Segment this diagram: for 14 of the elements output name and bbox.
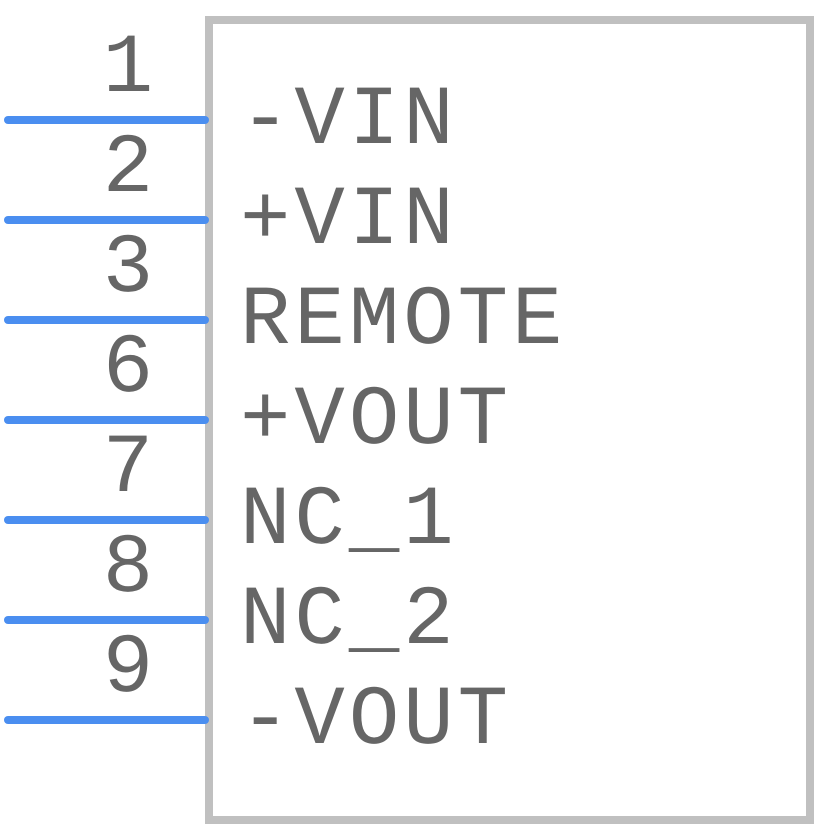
pin-name: NC_1 — [240, 478, 458, 566]
pin-name: REMOTE — [240, 278, 566, 366]
pin-number: 7 — [102, 426, 154, 514]
pin-number: 9 — [102, 626, 154, 714]
pin-number: 8 — [102, 526, 154, 614]
pin-number: 1 — [102, 26, 154, 114]
pin-name: NC_2 — [240, 578, 458, 666]
pin-name: +VOUT — [240, 378, 512, 466]
pin-name: +VIN — [240, 178, 458, 266]
pin-number: 3 — [102, 226, 154, 314]
pin-number: 2 — [102, 126, 154, 214]
pin-name: -VOUT — [240, 678, 512, 766]
pin-number: 6 — [102, 326, 154, 414]
pin-name: -VIN — [240, 78, 458, 166]
